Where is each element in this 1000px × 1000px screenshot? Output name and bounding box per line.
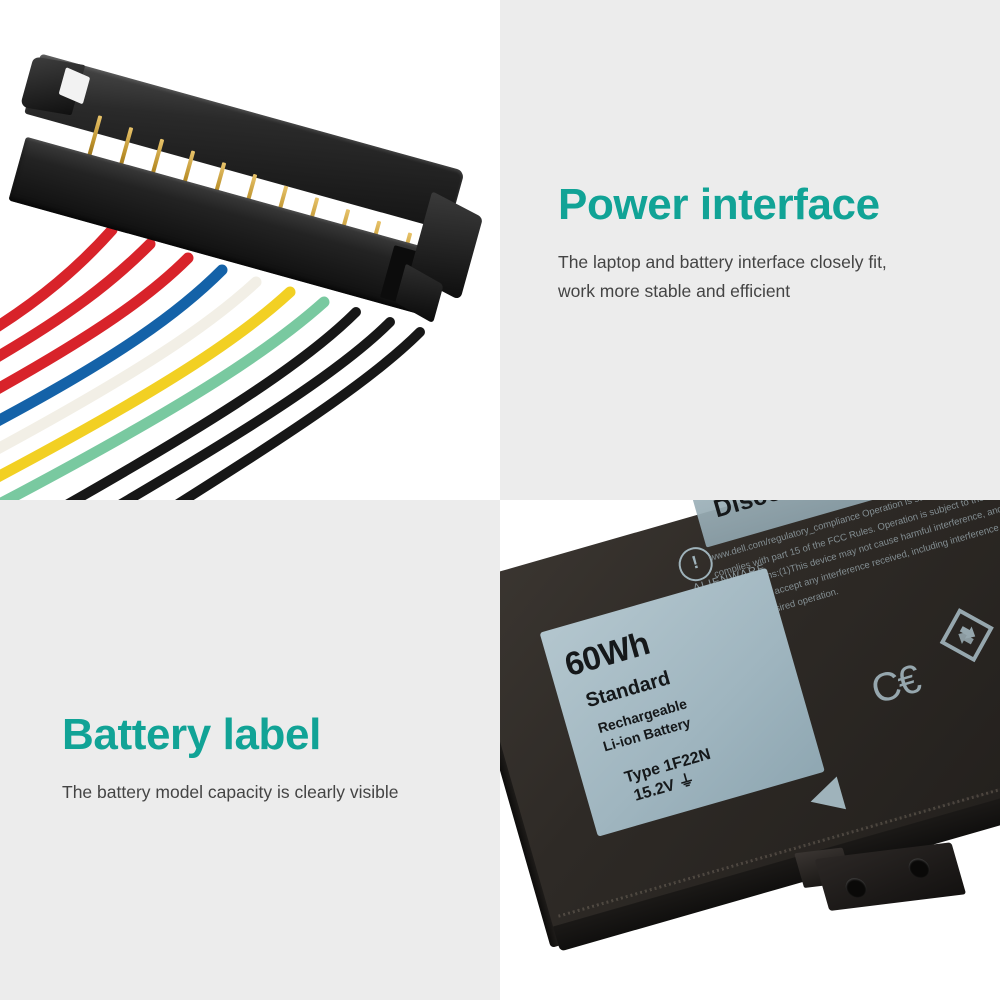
connector-photo-panel [0,0,500,500]
battery-label-textblock: Battery label The battery model capacity… [62,710,470,807]
battery-label-headline: Battery label [62,710,321,759]
power-interface-body: The laptop and battery interface closely… [558,248,953,305]
recycle-symbol-icon [939,608,994,663]
power-interface-body-line-1: The laptop and battery interface closely… [558,252,887,273]
power-interface-body-line-2: work more stable and efficient [558,280,791,301]
battery-photo-panel: Disconnect TheBatt ! ALIENWARE www.dell.… [500,500,1000,1000]
battery-body: Disconnect TheBatt ! ALIENWARE www.dell.… [500,500,1000,1000]
battery-label-text-panel: Battery label The battery model capacity… [0,500,500,1000]
bracket-screw-hole [906,857,932,879]
connector-body [0,52,488,399]
power-interface-headline: Power interface [558,180,880,229]
battery-label-body: The battery model capacity is clearly vi… [62,782,399,803]
power-interface-textblock: Power interface The laptop and battery i… [558,180,970,305]
bracket-screw-hole [843,876,869,899]
power-interface-text-panel: Power interface The laptop and battery i… [500,0,1000,500]
connector-image [0,0,500,500]
battery-image: Disconnect TheBatt ! ALIENWARE www.dell.… [500,500,1000,1000]
